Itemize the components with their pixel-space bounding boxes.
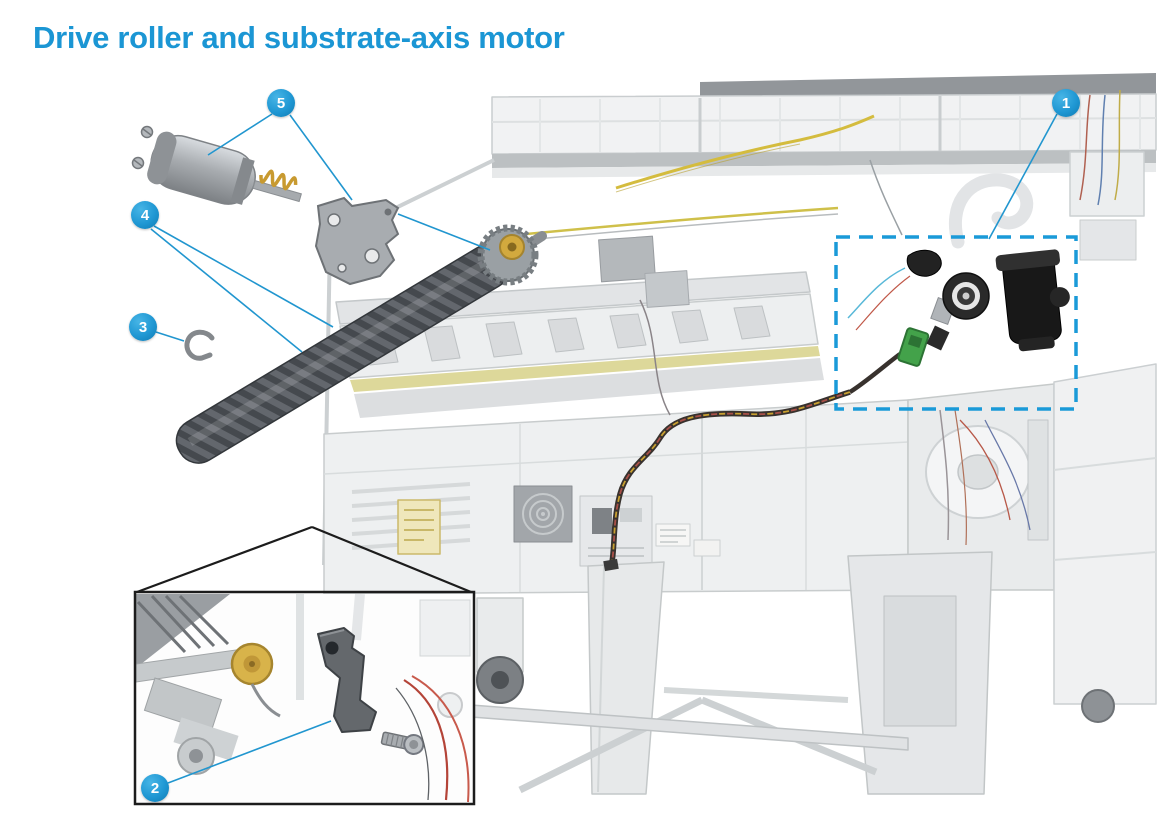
leader-line-1 [988,113,1058,240]
highlight-dashed-box [834,235,1078,411]
leader-line-3 [155,331,185,342]
spring-hook [184,329,215,361]
media-sheet-curl [948,173,1034,249]
callout-1-label: 1 [1061,94,1071,112]
worm-gear-spring [259,169,298,191]
drive-roller [175,224,547,464]
inset-bolt [380,731,425,755]
substrate-axis-motor [131,125,400,286]
leader-line-bracket-to-gear [397,213,491,251]
inset-gold-pulley [230,642,281,718]
inset-border [133,590,476,806]
cable-harness [504,89,1121,572]
fan-grille [513,485,573,543]
callout-5: 5 [267,89,295,117]
detail-inset [133,525,476,806]
green-connector [897,327,930,367]
roller-gear [477,224,547,286]
leader-line-5a [207,113,273,156]
encoder-motor [995,249,1070,352]
page-title: Drive roller and substrate-axis motor [33,20,565,55]
inset-pointer-lines [136,525,472,594]
inset-wires [395,675,470,803]
encoder-disc [942,272,990,320]
callout-4: 4 [131,201,159,229]
callout-3: 3 [129,313,157,341]
leader-line-4b [150,228,303,353]
takeup-bar [428,700,909,751]
callout-1: 1 [1052,89,1080,117]
callout-2: 2 [141,774,169,802]
substrate-axis-motor-encoder-assembly [847,249,1070,367]
callout-4-label: 4 [140,206,150,224]
callout-3-label: 3 [138,318,148,336]
callout-5-label: 5 [276,94,286,112]
callout-2-label: 2 [150,779,160,797]
callout-leader-lines [150,113,1058,784]
leader-line-5b [289,114,353,201]
mounting-screws [131,125,154,170]
encoder-sensor [906,249,942,277]
leader-line-4a [153,225,334,328]
warning-label [397,499,441,555]
motor-bracket [314,196,400,286]
caster-wheel [476,597,524,704]
inset-bracket [317,627,377,733]
leader-line-2 [167,720,332,784]
